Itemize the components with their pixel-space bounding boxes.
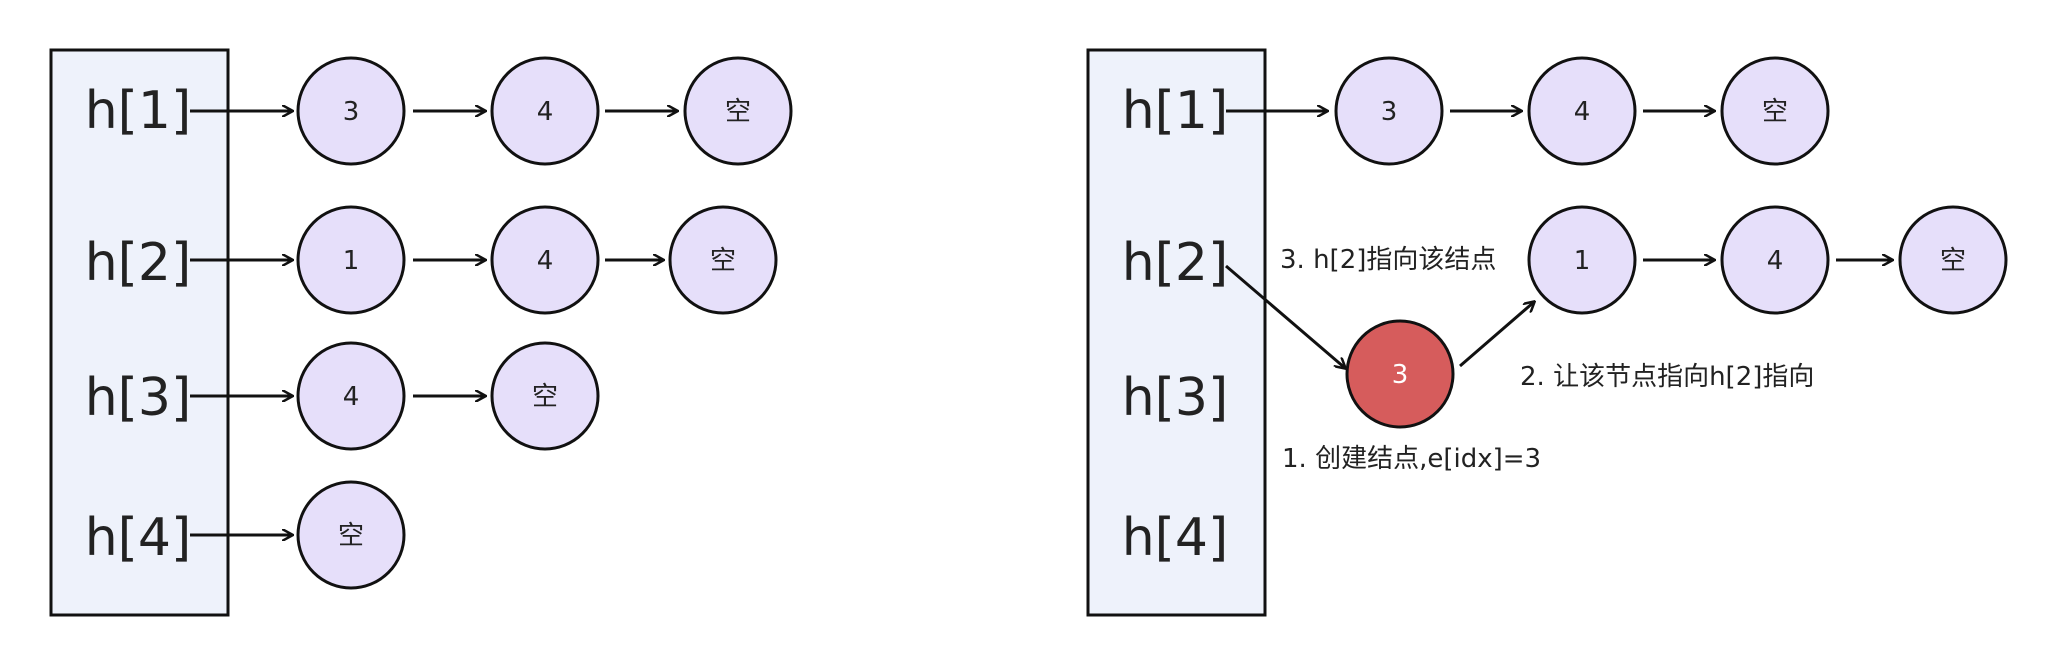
left-node-r1-3-label: 空 [725, 97, 751, 127]
left-node-r1-1: 3 [296, 56, 406, 166]
right-head-label-1: h[1] [1122, 81, 1229, 141]
right-new-node-label: 3 [1392, 360, 1409, 390]
left-node-r3-2: 空 [490, 341, 600, 451]
right-node-r2-2: 4 [1720, 205, 1830, 315]
left-node-r2-1-label: 1 [343, 246, 360, 276]
right-head-label-3: h[3] [1122, 368, 1229, 428]
left-panel: h[1] h[2] h[3] h[4] 3 4 空 1 [49, 48, 793, 617]
step-3-label: 3. h[2]指向该结点 [1280, 245, 1496, 275]
left-node-r1-2: 4 [490, 56, 600, 166]
right-node-r1-3-label: 空 [1762, 97, 1788, 127]
left-node-r2-3-label: 空 [710, 246, 736, 276]
left-node-r2-1: 1 [296, 205, 406, 315]
right-head-array-box [1086, 48, 1267, 617]
left-head-array-box [49, 48, 230, 617]
left-head-label-2: h[2] [85, 233, 192, 293]
right-node-r1-2: 4 [1527, 56, 1637, 166]
right-arrow-h2-to-new-node [1225, 264, 1345, 368]
left-node-r1-3: 空 [683, 56, 793, 166]
right-node-r1-3: 空 [1720, 56, 1830, 166]
right-panel: h[1] h[2] h[3] h[4] 3 4 空 1 4 [1086, 48, 2008, 617]
left-node-r2-2-label: 4 [537, 246, 554, 276]
right-node-r2-3-label: 空 [1940, 246, 1966, 276]
left-head-label-3: h[3] [85, 368, 192, 428]
right-arrow-new-node-to-node-1 [1459, 302, 1534, 368]
left-node-r4-1-label: 空 [338, 521, 364, 551]
left-head-label-4: h[4] [85, 508, 192, 568]
right-node-r2-2-label: 4 [1767, 246, 1784, 276]
left-node-r2-3: 空 [668, 205, 778, 315]
right-head-label-2: h[2] [1122, 233, 1229, 293]
right-head-label-4: h[4] [1122, 508, 1229, 568]
right-node-r2-1: 1 [1527, 205, 1637, 315]
step-1-label: 1. 创建结点,e[idx]=3 [1282, 444, 1541, 474]
right-new-node: 3 [1345, 319, 1455, 429]
left-node-r2-2: 4 [490, 205, 600, 315]
left-node-r1-1-label: 3 [343, 97, 360, 127]
right-node-r2-3: 空 [1898, 205, 2008, 315]
left-node-r3-2-label: 空 [532, 382, 558, 412]
left-node-r3-1: 4 [296, 341, 406, 451]
step-2-label: 2. 让该节点指向h[2]指向 [1520, 362, 1814, 392]
right-node-r1-1-label: 3 [1381, 97, 1398, 127]
left-node-r3-1-label: 4 [343, 382, 360, 412]
right-node-r1-2-label: 4 [1574, 97, 1591, 127]
right-node-r2-1-label: 1 [1574, 246, 1591, 276]
left-node-r1-2-label: 4 [537, 97, 554, 127]
left-head-label-1: h[1] [85, 81, 192, 141]
left-node-r4-1: 空 [296, 480, 406, 590]
right-node-r1-1: 3 [1334, 56, 1444, 166]
